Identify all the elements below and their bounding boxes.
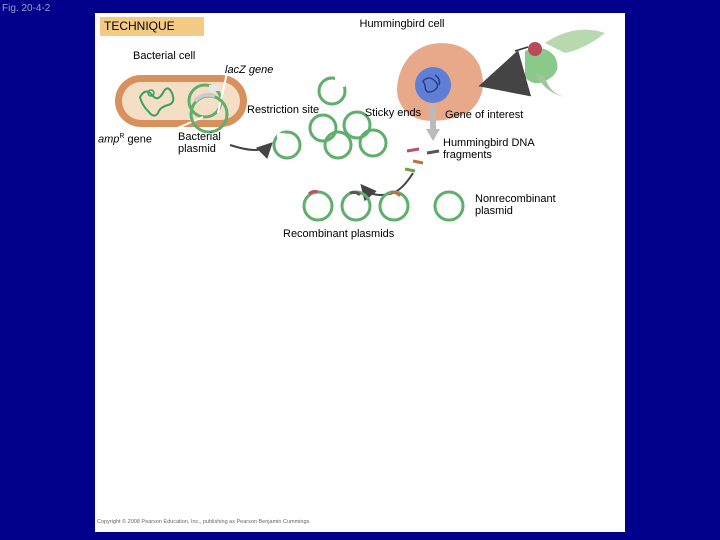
restriction-site-label: Restriction site	[247, 104, 320, 116]
diagram-artwork	[115, 29, 605, 222]
technique-label: TECHNIQUE	[100, 17, 204, 36]
hummingbird-icon	[514, 29, 605, 97]
gene-of-interest-label: Gene of interest	[445, 109, 524, 121]
bacterial-cell-icon	[115, 75, 247, 127]
copyright-text: Copyright © 2008 Pearson Education, Inc.…	[97, 519, 311, 525]
nonrecombinant-plasmid-label: Nonrecombinant plasmid	[475, 193, 556, 217]
sticky-ends-label: Sticky ends	[364, 107, 422, 119]
recombinant-plasmids	[302, 189, 465, 222]
ampr-gene-label: ampR gene	[98, 133, 152, 146]
recombinant-plasmids-label: Recombinant plasmids	[283, 228, 395, 240]
bacterial-plasmid-label: Bacterial plasmid	[178, 131, 221, 155]
lacz-gene-label: lacZ gene	[225, 64, 274, 76]
bacterial-cell-label: Bacterial cell	[133, 50, 196, 62]
hummingbird-dna-label: Hummingbird DNA fragments	[443, 137, 535, 161]
dna-fragments	[404, 147, 440, 173]
plasmid-icon	[189, 92, 229, 134]
diagram-panel: TECHNIQUE	[95, 13, 625, 532]
hummingbird-cell-label: Hummingbird cell	[359, 18, 445, 30]
cut-plasmids	[272, 76, 388, 160]
figure-label: Fig. 20-4-2	[2, 3, 51, 14]
hummingbird-cell-icon	[397, 43, 483, 121]
